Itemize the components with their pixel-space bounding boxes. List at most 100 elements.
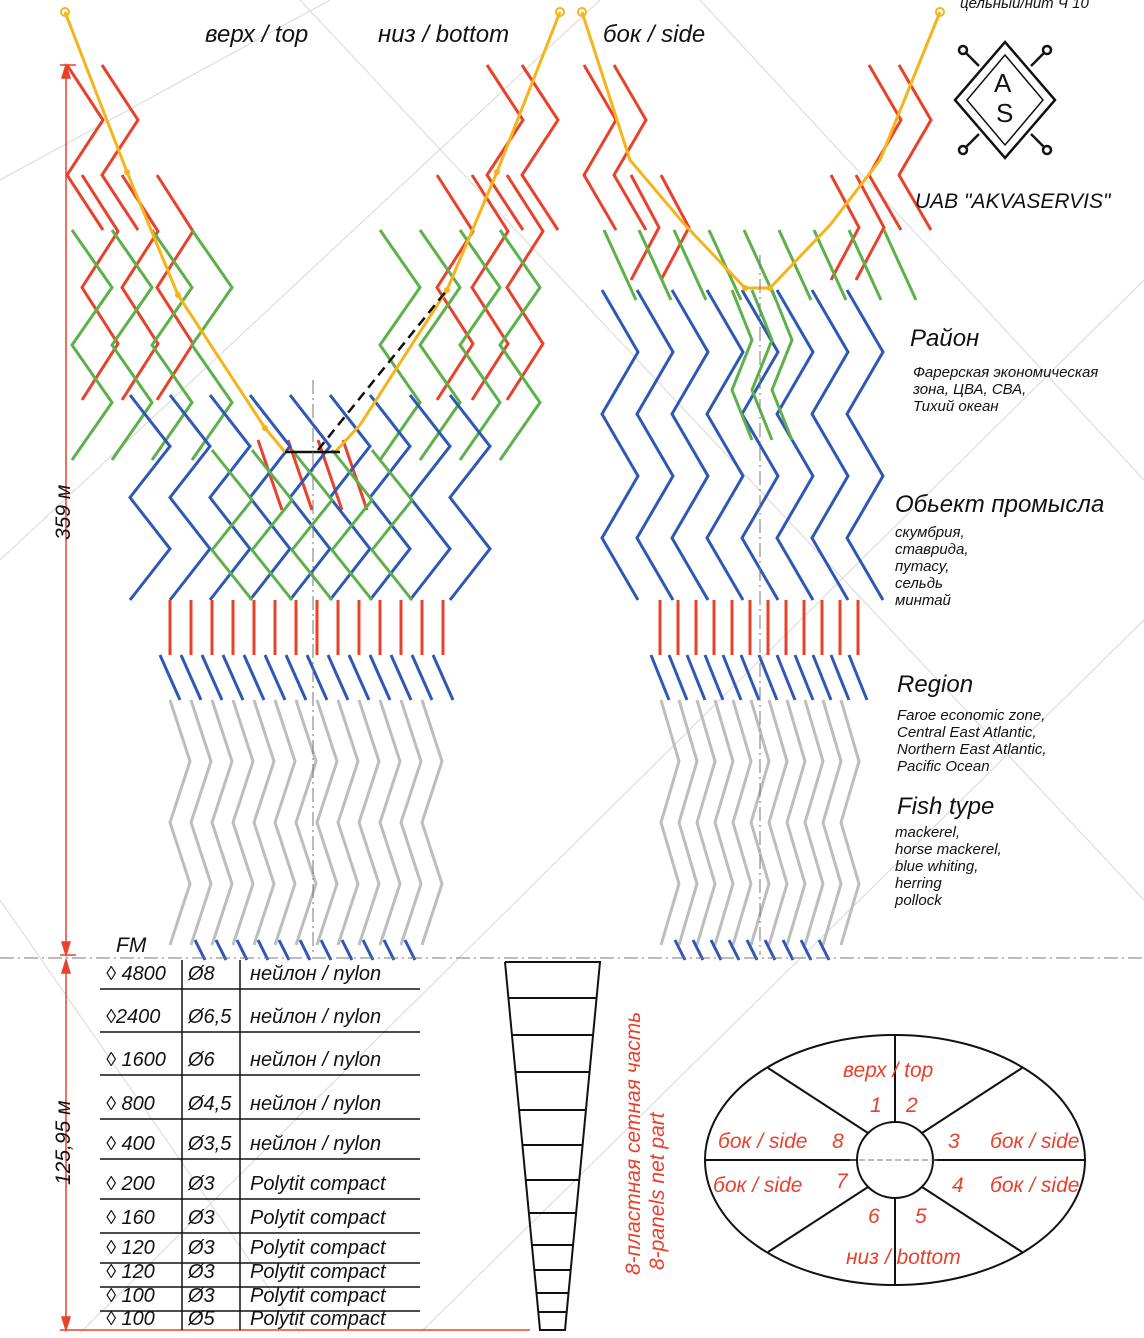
net-strand <box>208 394 252 601</box>
net-strand <box>749 699 771 946</box>
mesh-size: ◊2400 <box>106 1006 160 1028</box>
net-strand <box>672 229 708 301</box>
net-strand <box>231 699 255 946</box>
twine-material: Polytit compact <box>250 1261 387 1283</box>
net-strand <box>485 64 525 231</box>
region-en-title: Region <box>897 671 973 698</box>
net-strand <box>110 229 154 461</box>
dashed-headline <box>285 289 448 454</box>
label-bottom-view: низ / bottom <box>378 21 509 48</box>
net-strand <box>448 394 492 601</box>
mesh-size: ◊ 160 <box>106 1207 155 1229</box>
net-strand <box>168 699 192 946</box>
net-strand <box>382 939 396 961</box>
net-strand <box>775 289 815 601</box>
company-name: UAB "AKVASERVIS" <box>915 190 1112 213</box>
cs-panel-2: 2 <box>905 1094 918 1117</box>
net-strand <box>767 699 789 946</box>
mesh-size: ◊ 120 <box>106 1261 155 1283</box>
twine-material: Polytit compact <box>250 1285 387 1307</box>
net-strand <box>315 699 339 946</box>
twine-diameter: Ø3 <box>187 1173 215 1195</box>
net-strand <box>368 654 392 701</box>
center-axes <box>0 255 1144 959</box>
net-strand <box>298 939 312 961</box>
cs-side-right-lower: бок / side <box>990 1174 1079 1197</box>
net-strand <box>347 654 371 701</box>
net-strand <box>731 699 753 946</box>
twine-diameter: Ø3 <box>187 1261 215 1283</box>
net-strand <box>200 654 224 701</box>
net-strand <box>361 939 375 961</box>
cs-side-right-upper: бок / side <box>990 1130 1079 1153</box>
net-strand <box>803 699 825 946</box>
net-strand <box>470 174 510 401</box>
net-strand <box>399 699 423 946</box>
net-strand <box>242 654 266 701</box>
net-strand <box>705 289 745 601</box>
net-strand <box>829 174 861 281</box>
twine-diameter: Ø3 <box>187 1285 215 1307</box>
net-strand <box>637 229 673 301</box>
net-strand <box>810 289 850 601</box>
net-strand <box>378 229 422 461</box>
svg-text:A: A <box>994 68 1012 98</box>
net-strand <box>757 654 779 701</box>
region-en-lines: Faroe economic zone,Central East Atlanti… <box>897 707 1047 775</box>
net-strand <box>713 699 735 946</box>
net-strand <box>128 394 172 601</box>
net-strand <box>730 289 754 441</box>
corner-note: цельный/нит Ч 10 <box>960 0 1089 12</box>
net-strand <box>256 439 284 511</box>
net-strand <box>319 939 333 961</box>
net-strand <box>799 939 813 961</box>
cs-side-left-lower: бок / side <box>713 1174 802 1197</box>
net-strand <box>793 654 815 701</box>
net-strand <box>435 174 475 401</box>
fm-label: FM <box>116 934 147 957</box>
svg-text:S: S <box>996 98 1013 128</box>
label-top-view: верх / top <box>205 21 308 48</box>
net-strand <box>294 699 318 946</box>
net-strand <box>168 394 212 601</box>
info-line: herring <box>895 875 942 892</box>
net-strand <box>629 174 661 281</box>
net-strand <box>739 654 761 701</box>
net-strand <box>357 699 381 946</box>
net-strand <box>341 439 369 511</box>
net-strand <box>709 939 723 961</box>
net-strand <box>670 289 710 601</box>
net-strand <box>781 939 795 961</box>
net-strand <box>727 939 741 961</box>
mesh-size: ◊ 4800 <box>106 963 166 985</box>
mesh-size: ◊ 120 <box>106 1237 155 1259</box>
net-strand <box>505 174 545 401</box>
net-strand <box>290 449 334 601</box>
net-strand <box>193 939 207 961</box>
net-strand <box>458 229 502 461</box>
net-strand <box>847 229 883 301</box>
net-strand <box>277 939 291 961</box>
mesh-size: ◊ 200 <box>106 1173 155 1195</box>
net-strand <box>150 229 194 461</box>
fish-en-lines: mackerel,horse mackerel,blue whiting,her… <box>894 824 1002 909</box>
twine-diameter: Ø3 <box>187 1207 215 1229</box>
twine-material: нейлон / nylon <box>250 963 381 985</box>
net-strand <box>179 654 203 701</box>
info-line: минтай <box>895 592 952 609</box>
total-length-label: 359 м <box>52 485 75 540</box>
net-strand <box>80 174 120 401</box>
net-strand <box>100 64 140 231</box>
twine-diameter: Ø4,5 <box>187 1093 232 1115</box>
cs-bottom-label: низ / bottom <box>846 1246 961 1269</box>
net-strand <box>288 394 332 601</box>
net-strand <box>336 699 360 946</box>
info-line: Тихий океан <box>913 398 999 415</box>
net-strand <box>750 289 774 441</box>
net-strand <box>839 699 861 946</box>
